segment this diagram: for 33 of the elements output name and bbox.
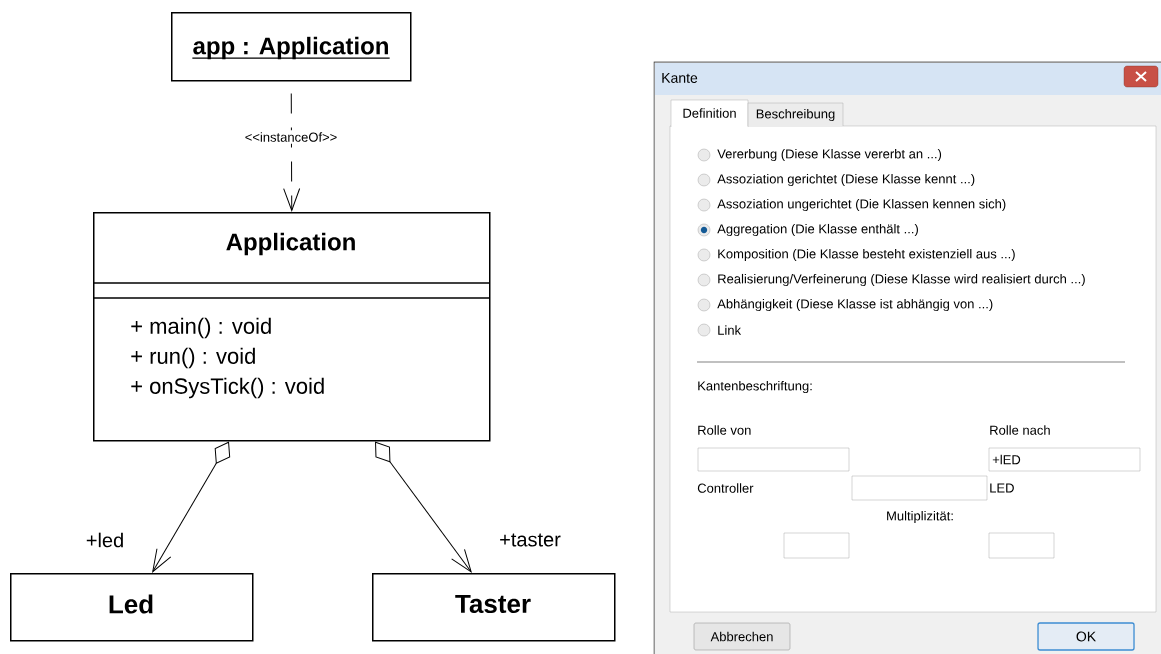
method-text: + run() : void <box>131 347 255 369</box>
tab: Beschreibung <box>747 102 844 127</box>
stereotype-label: <<instanceOf>> <box>242 130 340 144</box>
radio-option: Assoziation ungerichtet (Die Klassen kennen sich) <box>697 198 1006 212</box>
input-field: +lED <box>988 447 1141 472</box>
aggregation-arrow <box>375 441 472 573</box>
role-label: +led <box>83 530 127 550</box>
method-text: + main() : void <box>131 317 271 339</box>
object-name: app : Application <box>191 36 391 60</box>
ok-button: OK <box>1037 622 1135 651</box>
class-name: Taster <box>455 594 531 614</box>
field-label: Controller <box>697 483 754 493</box>
aggregation-arrow <box>152 441 231 573</box>
field-label: Rolle nach <box>990 425 1050 435</box>
method-text: + onSysTick() : void <box>131 377 324 399</box>
section-label: Kantenbeschriftung: <box>698 380 812 394</box>
field-label: Rolle von <box>698 425 751 435</box>
radio-option: Link <box>697 323 742 337</box>
radio-option: Aggregation (Die Klasse enthält ...) <box>697 223 918 237</box>
field-label: LED <box>990 483 1014 493</box>
class-name: Application <box>226 232 355 256</box>
radio-option: Vererbung (Diese Klasse vererbt an ...) <box>697 148 942 162</box>
radio-option: Realisierung/Verfeinerung (Diese Klasse wird realisiert durch ...) <box>697 273 1085 287</box>
class-name: Led <box>109 594 153 614</box>
tab: Definition <box>670 99 749 128</box>
radio-option: Assoziation gerichtet (Diese Klasse kennt ...) <box>697 173 975 187</box>
dependency-arrow <box>283 93 301 212</box>
cancel-button: Abbrechen <box>693 622 791 651</box>
radio-option: Abhängigkeit (Diese Klasse ist abhängig von ...) <box>697 298 993 312</box>
window-title: Kante <box>662 73 698 83</box>
role-label: +taster <box>497 531 563 549</box>
field-label: Multiplizität: <box>887 510 953 524</box>
radio-option: Komposition (Die Klasse besteht existenziell aus ...) <box>697 248 1015 262</box>
